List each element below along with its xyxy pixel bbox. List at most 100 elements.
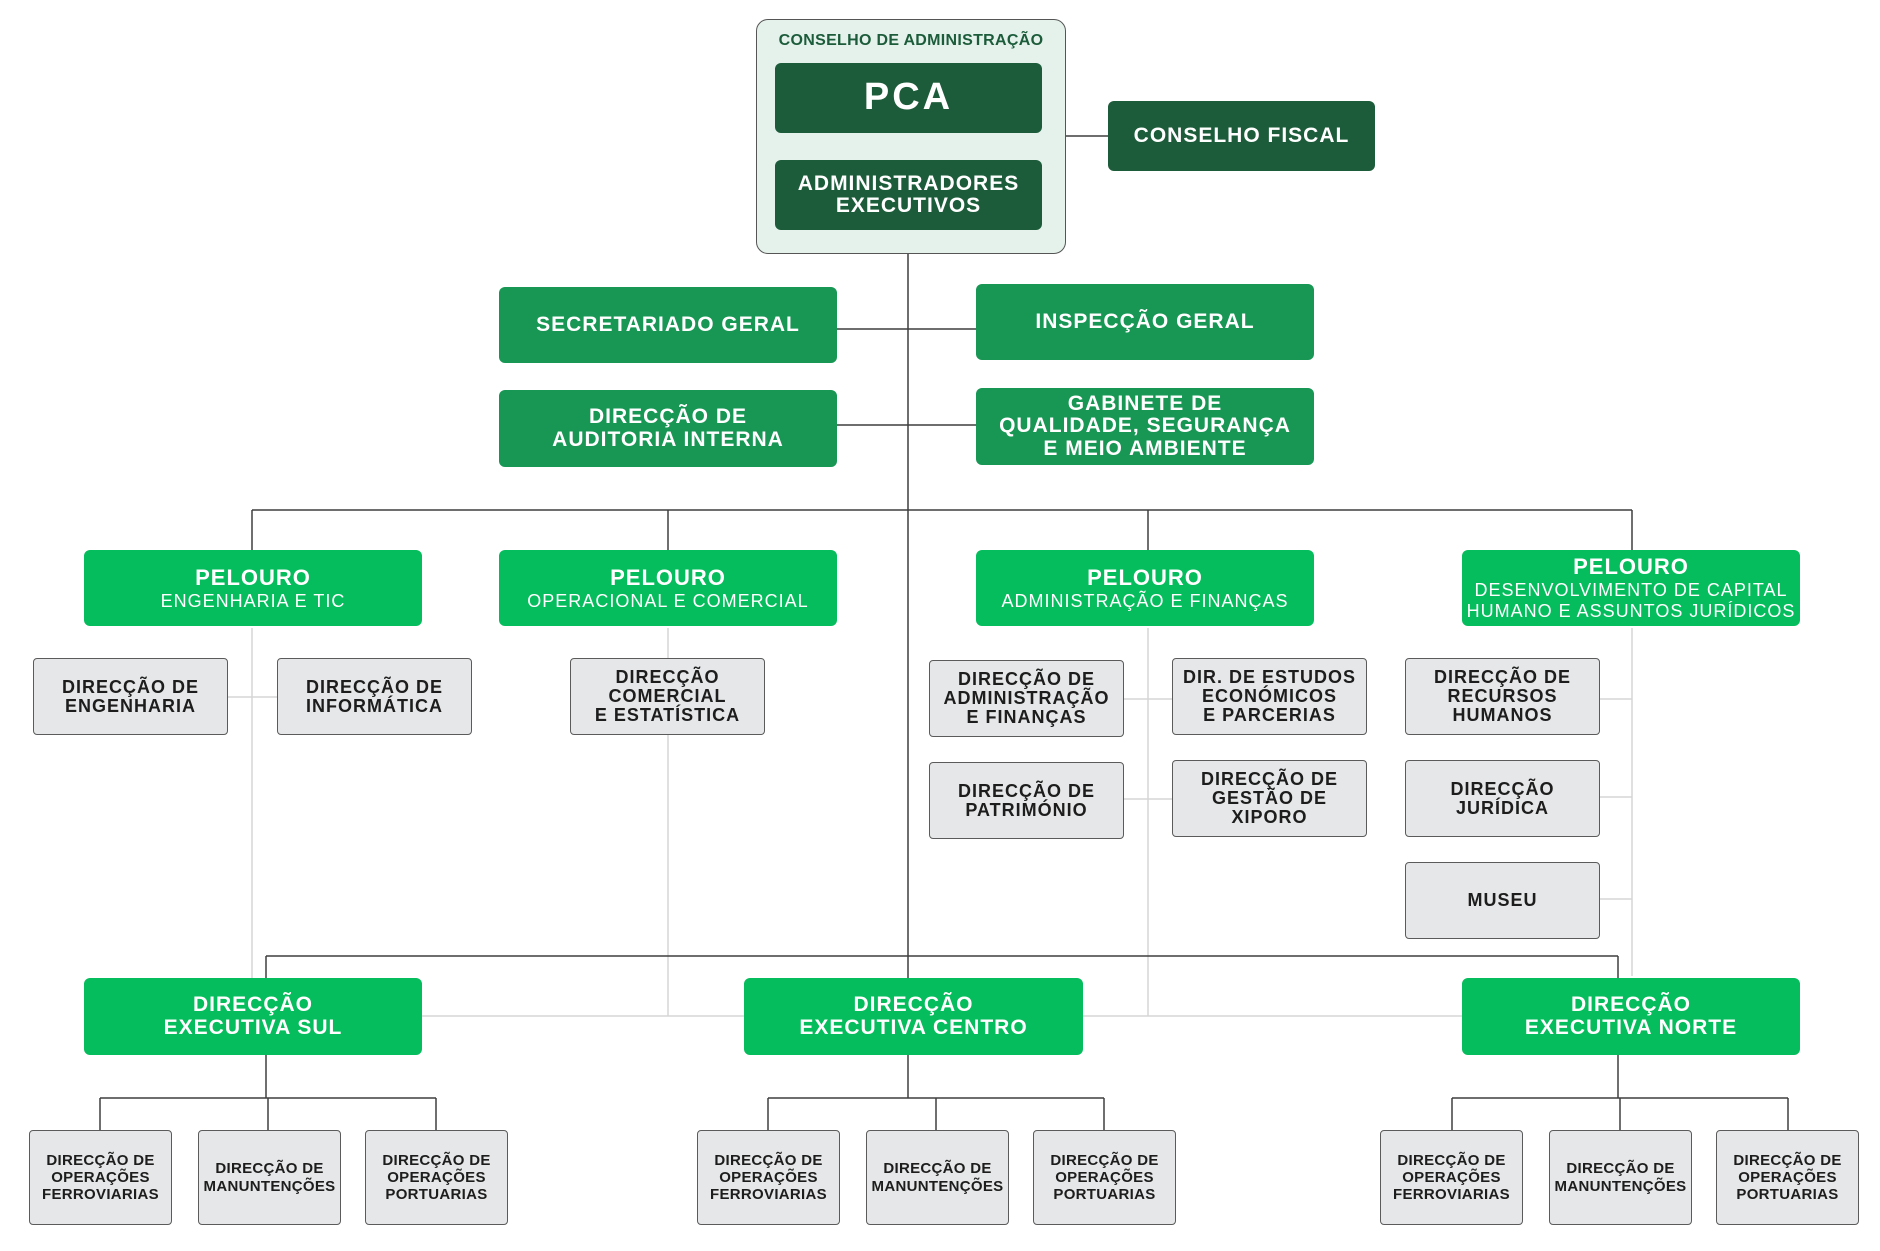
pelouro-subtitle-line-1: DESENVOLVIMENTO DE CAPITAL xyxy=(1474,580,1788,601)
direction-line: DIRECÇÃO DE xyxy=(305,676,443,697)
auditoria-box[interactable]: DIRECÇÃO DE AUDITORIA INTERNA xyxy=(499,390,837,467)
secretariado-box[interactable]: SECRETARIADO GERAL xyxy=(499,287,837,363)
executive-title-line-1: DIRECÇÃO xyxy=(192,993,313,1017)
direction-line: DIRECÇÃO xyxy=(615,667,720,688)
unit-line: MANUNTENÇÕES xyxy=(1554,1177,1687,1195)
executive-title-line-1: DIRECÇÃO xyxy=(1570,993,1691,1017)
auditoria-line-1: DIRECÇÃO DE xyxy=(588,405,747,429)
unit-line: FERROVIARIAS xyxy=(1393,1186,1510,1204)
direction-line: MUSEU xyxy=(1467,890,1538,911)
direction-line: DIRECÇÃO DE xyxy=(1433,667,1571,688)
direccao-informatica-box[interactable]: DIRECÇÃO DE INFORMÁTICA xyxy=(277,658,472,735)
unit-line: DIRECÇÃO DE xyxy=(714,1151,823,1169)
direction-line: ECONÓMICOS xyxy=(1201,686,1337,707)
pelouro-title: PELOURO xyxy=(1573,554,1689,580)
gabinete-line-2: QUALIDADE, SEGURANÇA xyxy=(999,414,1291,438)
museu-box[interactable]: MUSEU xyxy=(1405,862,1600,939)
norte-operacoes-portuarias-box[interactable]: DIRECÇÃO DE OPERAÇÕES PORTUARIAS xyxy=(1716,1130,1859,1225)
executive-title-line-2: EXECUTIVA NORTE xyxy=(1524,1015,1738,1039)
unit-line: FERROVIARIAS xyxy=(42,1186,159,1204)
auditoria-line-2: AUDITORIA INTERNA xyxy=(552,427,784,451)
pelouro-subtitle: ENGENHARIA E TIC xyxy=(160,590,346,611)
unit-line: DIRECÇÃO DE xyxy=(883,1160,992,1178)
unit-line: MANUNTENÇÕES xyxy=(203,1177,336,1195)
unit-line: PORTUARIAS xyxy=(385,1186,488,1204)
direction-line: DIR. DE ESTUDOS xyxy=(1182,667,1357,688)
unit-line: OPERAÇÕES xyxy=(1055,1168,1154,1186)
admin-exec-box[interactable]: ADMINISTRADORES EXECUTIVOS xyxy=(775,160,1042,230)
pelouro-subtitle: ADMINISTRAÇÃO E FINANÇAS xyxy=(1001,590,1289,611)
direction-line: DIRECÇÃO DE xyxy=(1200,769,1338,790)
unit-line: FERROVIARIAS xyxy=(710,1186,827,1204)
admin-exec-line-1: ADMINISTRADORES xyxy=(797,171,1020,195)
pca-box[interactable]: PCA xyxy=(775,63,1042,133)
direction-line: ENGENHARIA xyxy=(64,695,196,716)
sul-operacoes-ferroviarias-box[interactable]: DIRECÇÃO DE OPERAÇÕES FERROVIARIAS xyxy=(29,1130,172,1225)
pelouro-capital-humano-box[interactable]: PELOURO DESENVOLVIMENTO DE CAPITAL HUMAN… xyxy=(1462,550,1800,626)
inspeccao-label: INSPECÇÃO GERAL xyxy=(1035,309,1255,333)
pelouro-title: PELOURO xyxy=(1087,564,1203,590)
pelouro-title: PELOURO xyxy=(195,564,311,590)
pelouro-subtitle-line-2: HUMANO E ASSUNTOS JURÍDICOS xyxy=(1466,601,1796,621)
admin-exec-line-2: EXECUTIVOS xyxy=(835,194,982,217)
direction-line: ADMINISTRAÇÃO xyxy=(943,688,1110,709)
pelouro-engenharia-box[interactable]: PELOURO ENGENHARIA E TIC xyxy=(84,550,422,626)
sul-operacoes-portuarias-box[interactable]: DIRECÇÃO DE OPERAÇÕES PORTUARIAS xyxy=(365,1130,508,1225)
centro-manuntencoes-box[interactable]: DIRECÇÃO DE MANUNTENÇÕES xyxy=(866,1130,1009,1225)
direction-line: E ESTATÍSTICA xyxy=(594,704,741,725)
pelouro-administracao-box[interactable]: PELOURO ADMINISTRAÇÃO E FINANÇAS xyxy=(976,550,1314,626)
pca-label: PCA xyxy=(863,76,954,119)
direction-line: PATRIMÓNIO xyxy=(965,799,1088,820)
direction-line: DIRECÇÃO DE xyxy=(61,676,199,697)
direction-line: INFORMÁTICA xyxy=(306,695,443,716)
inspeccao-box[interactable]: INSPECÇÃO GERAL xyxy=(976,284,1314,360)
secretariado-label: SECRETARIADO GERAL xyxy=(536,312,800,336)
direccao-administracao-financas-box[interactable]: DIRECÇÃO DE ADMINISTRAÇÃO E FINANÇAS xyxy=(929,660,1124,737)
norte-manuntencoes-box[interactable]: DIRECÇÃO DE MANUNTENÇÕES xyxy=(1549,1130,1692,1225)
unit-line: PORTUARIAS xyxy=(1053,1186,1156,1204)
direccao-juridica-box[interactable]: DIRECÇÃO JURÍDICA xyxy=(1405,760,1600,837)
pelouro-operacional-box[interactable]: PELOURO OPERACIONAL E COMERCIAL xyxy=(499,550,837,626)
direccao-recursos-humanos-box[interactable]: DIRECÇÃO DE RECURSOS HUMANOS xyxy=(1405,658,1600,735)
main-connectors xyxy=(99,134,1789,1130)
unit-line: OPERAÇÕES xyxy=(719,1168,818,1186)
norte-operacoes-ferroviarias-box[interactable]: DIRECÇÃO DE OPERAÇÕES FERROVIARIAS xyxy=(1380,1130,1523,1225)
unit-line: DIRECÇÃO DE xyxy=(215,1160,324,1178)
direccao-executiva-sul-box[interactable]: DIRECÇÃO EXECUTIVA SUL xyxy=(84,978,422,1055)
direction-line: E PARCERIAS xyxy=(1203,704,1336,725)
gabinete-box[interactable]: GABINETE DE QUALIDADE, SEGURANÇA E MEIO … xyxy=(976,388,1314,465)
direccao-comercial-box[interactable]: DIRECÇÃO COMERCIAL E ESTATÍSTICA xyxy=(570,658,765,735)
direccao-executiva-norte-box[interactable]: DIRECÇÃO EXECUTIVA NORTE xyxy=(1462,978,1800,1055)
direction-line: XIPORO xyxy=(1231,806,1308,827)
unit-line: DIRECÇÃO DE xyxy=(382,1151,491,1169)
unit-line: OPERAÇÕES xyxy=(387,1168,486,1186)
direccao-gestao-xiporo-box[interactable]: DIRECÇÃO DE GESTÃO DE XIPORO xyxy=(1172,760,1367,837)
direction-line: DIRECÇÃO xyxy=(1450,778,1555,799)
centro-operacoes-portuarias-box[interactable]: DIRECÇÃO DE OPERAÇÕES PORTUARIAS xyxy=(1033,1130,1176,1225)
centro-operacoes-ferroviarias-box[interactable]: DIRECÇÃO DE OPERAÇÕES FERROVIARIAS xyxy=(697,1130,840,1225)
direction-line: DIRECÇÃO DE xyxy=(957,669,1095,690)
council-label: CONSELHO DE ADMINISTRAÇÃO xyxy=(778,32,1044,49)
direction-line: E FINANÇAS xyxy=(966,706,1087,727)
direccao-engenharia-box[interactable]: DIRECÇÃO DE ENGENHARIA xyxy=(33,658,228,735)
conselho-fiscal-label: CONSELHO FISCAL xyxy=(1133,123,1350,147)
unit-line: OPERAÇÕES xyxy=(51,1168,150,1186)
unit-line: MANUNTENÇÕES xyxy=(871,1177,1004,1195)
executive-title-line-1: DIRECÇÃO xyxy=(853,993,974,1017)
dir-estudos-economicos-box[interactable]: DIR. DE ESTUDOS ECONÓMICOS E PARCERIAS xyxy=(1172,658,1367,735)
gabinete-line-1: GABINETE DE xyxy=(1067,392,1223,416)
direction-line: RECURSOS xyxy=(1447,686,1558,707)
conselho-fiscal-box[interactable]: CONSELHO FISCAL xyxy=(1108,101,1375,171)
pelouro-title: PELOURO xyxy=(610,564,726,590)
gabinete-line-3: E MEIO AMBIENTE xyxy=(1043,436,1247,460)
pelouro-subtitle: OPERACIONAL E COMERCIAL xyxy=(527,590,809,611)
direccao-executiva-centro-box[interactable]: DIRECÇÃO EXECUTIVA CENTRO xyxy=(744,978,1083,1055)
direccao-patrimonio-box[interactable]: DIRECÇÃO DE PATRIMÓNIO xyxy=(929,762,1124,839)
direction-line: COMERCIAL xyxy=(608,686,727,707)
sul-manuntencoes-box[interactable]: DIRECÇÃO DE MANUNTENÇÕES xyxy=(198,1130,341,1225)
direction-line: GESTÃO DE xyxy=(1211,788,1327,809)
direction-line: DIRECÇÃO DE xyxy=(957,780,1095,801)
executive-title-line-2: EXECUTIVA CENTRO xyxy=(799,1015,1028,1039)
unit-line: DIRECÇÃO DE xyxy=(1397,1151,1506,1169)
